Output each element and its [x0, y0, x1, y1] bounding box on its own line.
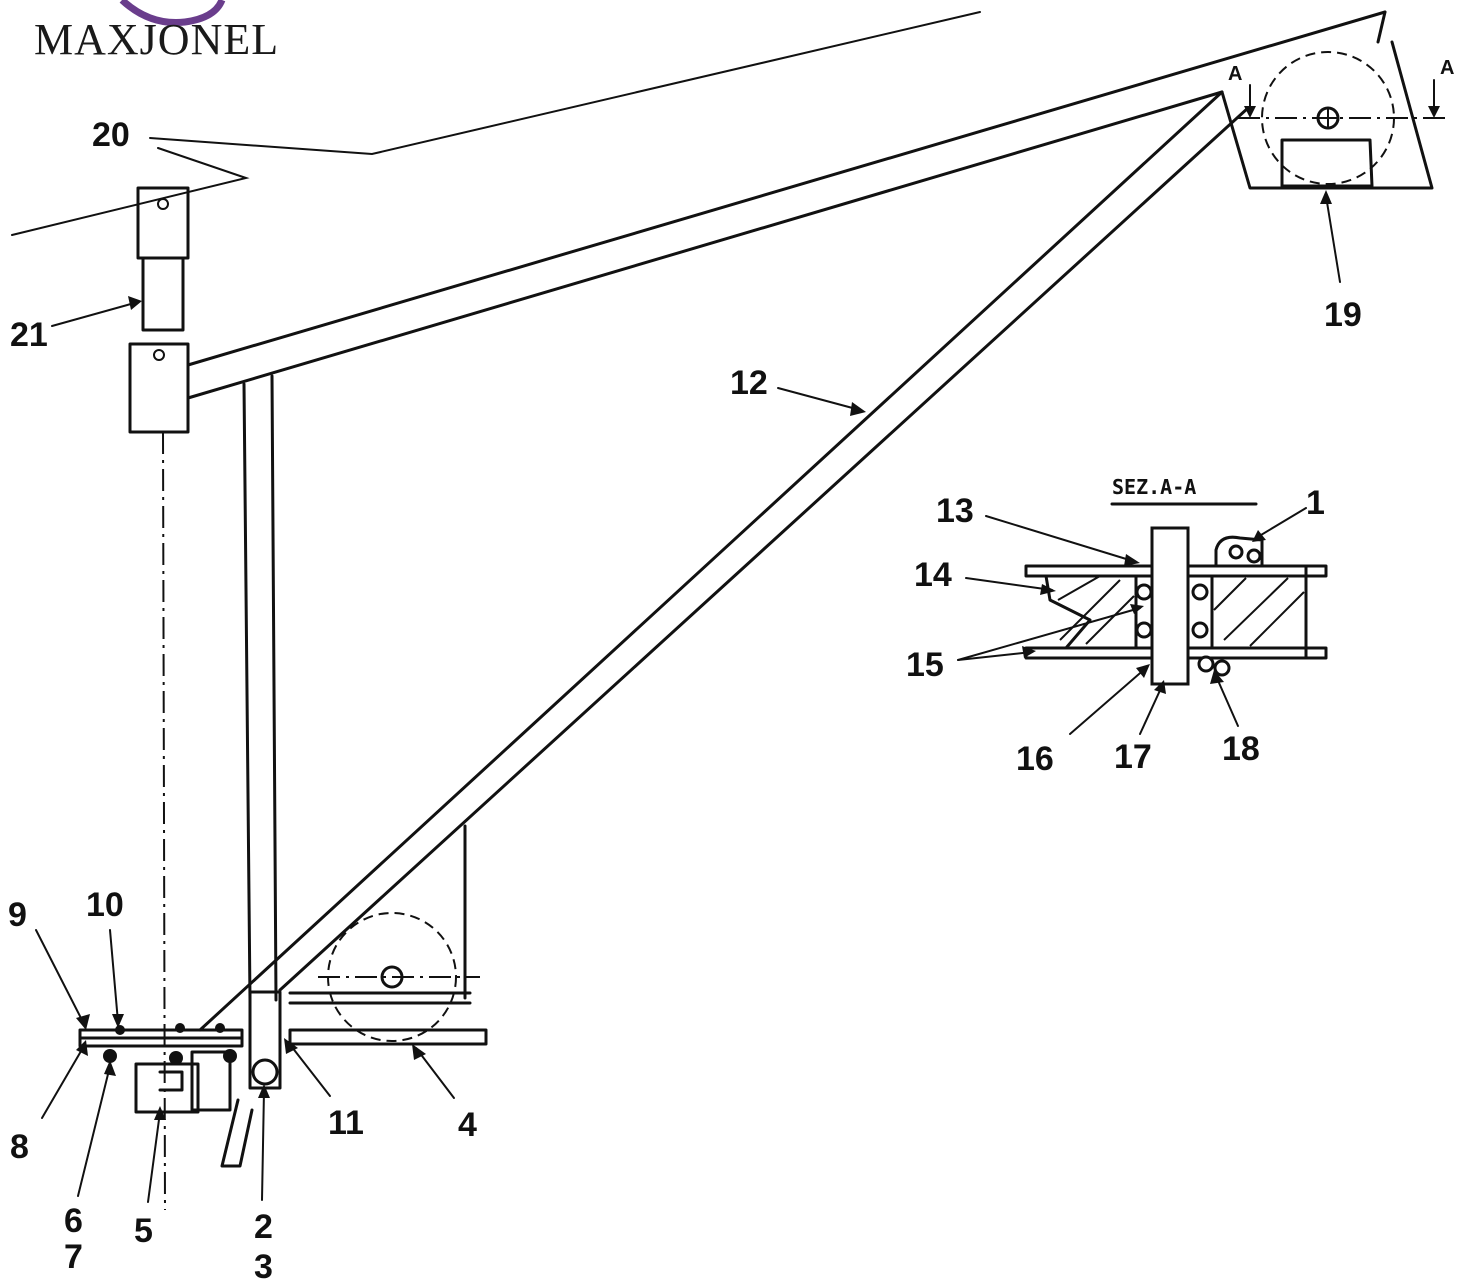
top-pulley-housing: A A [1220, 40, 1454, 190]
callout-18: 18 [1222, 730, 1260, 768]
callout-5: 5 [134, 1212, 153, 1250]
callout-4: 4 [458, 1106, 477, 1144]
diagonal-strut [198, 90, 1250, 1032]
rotation-axis [162, 431, 166, 1211]
callout-17: 17 [1114, 738, 1152, 776]
vertical-mast [242, 374, 278, 1002]
brand-name: MAXJONEL [34, 15, 279, 64]
callout-16: 16 [1016, 740, 1054, 778]
logo-swoosh-icon [119, 0, 226, 27]
callout-8: 8 [10, 1128, 29, 1166]
leader-lines [35, 190, 1341, 1203]
callout-3: 3 [254, 1248, 273, 1285]
boom-arm [186, 10, 1387, 400]
brand-logo: MAXJONEL [34, 0, 279, 64]
callout-20: 20 [92, 116, 130, 154]
callout-labels: 20 21 12 19 13 1 14 15 16 17 18 9 10 8 6… [8, 116, 1362, 1285]
lower-winch [288, 824, 480, 1042]
upper-pin-assembly [128, 186, 190, 434]
callout-19: 19 [1324, 296, 1362, 334]
callout-15: 15 [906, 646, 944, 684]
callout-21: 21 [10, 316, 48, 354]
callout-12: 12 [730, 364, 768, 402]
callout-13: 13 [936, 492, 974, 530]
callout-9: 9 [8, 896, 27, 934]
callout-11: 11 [328, 1104, 364, 1142]
callout-1: 1 [1306, 484, 1325, 522]
callout-2: 2 [254, 1208, 273, 1246]
break-lines [11, 11, 981, 236]
section-mark-right: A [1440, 57, 1454, 79]
section-mark-left: A [1228, 63, 1242, 85]
callout-10: 10 [86, 886, 124, 924]
base-platform [78, 990, 488, 1168]
section-detail: SEZ.A-A [1024, 475, 1328, 686]
callout-7: 7 [64, 1238, 83, 1276]
callout-14: 14 [914, 556, 952, 594]
section-title: SEZ.A-A [1112, 475, 1196, 499]
callout-6: 6 [64, 1202, 83, 1240]
